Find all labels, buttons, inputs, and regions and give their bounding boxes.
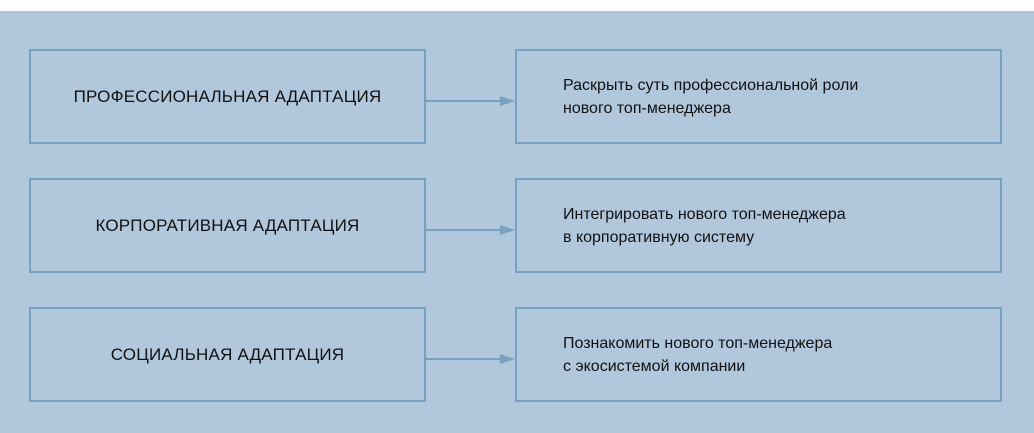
goal-box-social: Познакомить нового топ-менеджера с экосис…: [515, 307, 1002, 402]
goal-box-corporate: Интегрировать нового топ-менеджера в корп…: [515, 178, 1002, 273]
goal-text-line: в корпоративную систему: [563, 228, 755, 246]
category-label: КОРПОРАТИВНАЯ АДАПТАЦИЯ: [95, 215, 360, 235]
goal-text-line: нового топ-менеджера: [563, 99, 731, 117]
arrow-icon: [426, 354, 515, 364]
category-box-corporate: КОРПОРАТИВНАЯ АДАПТАЦИЯ: [29, 178, 426, 273]
goal-text-line: Интегрировать нового топ-менеджера: [563, 205, 846, 223]
category-box-professional: ПРОФЕССИОНАЛЬНАЯ АДАПТАЦИЯ: [29, 49, 426, 144]
category-label: СОЦИАЛЬНАЯ АДАПТАЦИЯ: [110, 344, 345, 364]
category-box-social: СОЦИАЛЬНАЯ АДАПТАЦИЯ: [29, 307, 426, 402]
goal-text-line: Познакомить нового топ-менеджера: [563, 334, 833, 352]
goal-box-professional: Раскрыть суть профессиональной роли новог…: [515, 49, 1002, 144]
goal-text-line: Раскрыть суть профессиональной роли: [563, 76, 859, 94]
arrow-icon: [426, 96, 515, 106]
arrow-icon: [426, 225, 515, 235]
category-label: ПРОФЕССИОНАЛЬНАЯ АДАПТАЦИЯ: [73, 86, 382, 106]
goal-text-line: с экосистемой компании: [563, 357, 746, 375]
